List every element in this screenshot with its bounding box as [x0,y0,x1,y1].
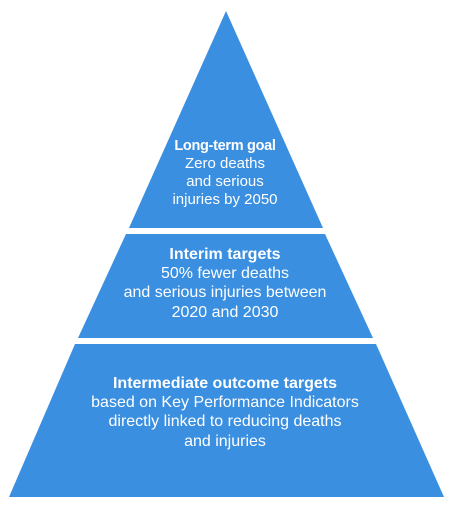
tier-line: Zero deaths [184,155,266,173]
tier-interim-targets: Interim targets 50% fewer deaths and ser… [0,245,450,322]
tier-line: 50% fewer deaths [160,265,290,283]
tier-middle-shape [78,234,373,338]
tier-line: and serious [186,173,264,191]
tier-line: based on Key Performance Indicators [91,394,359,412]
tier-title: Interim targets [169,246,281,263]
tier-title: Long-term goal [174,138,276,154]
tier-intermediate-outcome-targets: Intermediate outcome targets based on Ke… [0,374,450,451]
tier-line: injuries by 2050 [172,191,278,209]
tier-top-shape [129,11,323,228]
tier-line: 2020 and 2030 [171,303,279,321]
tier-title: Intermediate outcome targets [112,375,338,392]
tier-line: and injuries [184,432,266,450]
tier-line: and serious injuries between [123,284,327,302]
tier-long-term-goal: Long-term goal Zero deaths and serious i… [0,138,450,209]
tier-line: directly linked to reducing deaths [108,413,342,431]
tier-bottom-shape [9,344,444,497]
